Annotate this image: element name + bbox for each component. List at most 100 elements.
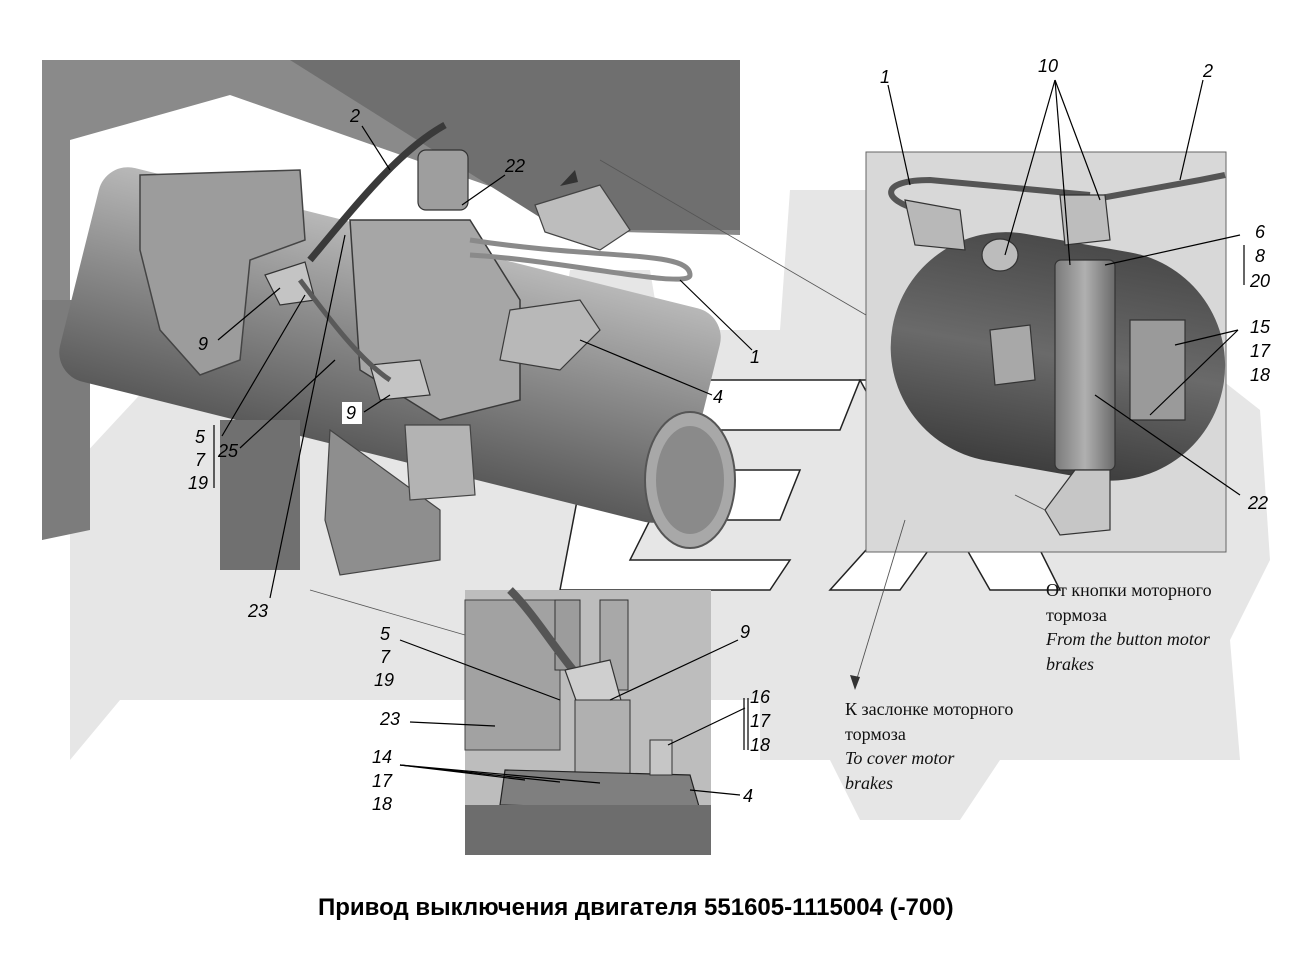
- leader-right-1: [887, 84, 911, 186]
- fitting-9-center: [369, 359, 431, 401]
- note-from-ru-2: тормоза: [1046, 605, 1107, 625]
- note-to-ru-2: тормоза: [845, 724, 906, 744]
- leader-bottom-9: [609, 639, 739, 701]
- label-right-8: 8: [1255, 246, 1265, 266]
- arrow-to-cover-head: [850, 675, 860, 690]
- frame-top-band: [290, 60, 740, 230]
- label-main-19: 19: [188, 473, 208, 493]
- label-right-17: 17: [1250, 341, 1271, 361]
- bracket-left: [139, 169, 306, 376]
- leader-bottom-14c: [399, 764, 601, 784]
- label-bottom-18b: 18: [372, 794, 392, 814]
- leader-right-10b: [1054, 79, 1071, 266]
- arrow-to-cover: [854, 519, 906, 686]
- label-main-9a: 9: [198, 334, 208, 354]
- valve-arm: [499, 299, 601, 371]
- projection-line-1: [599, 159, 867, 316]
- bottom-inset-flange: [499, 769, 701, 811]
- hose-lower: [298, 278, 392, 383]
- right-inset-tube-2: [1089, 172, 1226, 203]
- label-main-9b: 9: [346, 403, 356, 423]
- label-right-1: 1: [880, 67, 890, 87]
- right-inset-elbow: [1059, 194, 1111, 246]
- note-from-en-1: From the button motor: [1045, 629, 1211, 649]
- right-inset-fitting-left: [904, 199, 966, 251]
- label-bottom-9: 9: [740, 622, 750, 642]
- leader-right-10a: [1004, 79, 1056, 256]
- right-inset-bracket: [1129, 319, 1186, 421]
- bottom-inset: [464, 587, 711, 855]
- label-right-22: 22: [1247, 493, 1268, 513]
- label-right-6: 6: [1255, 222, 1266, 242]
- note-to-en-2: brakes: [845, 773, 893, 793]
- bottom-inset-base: [465, 805, 711, 855]
- projection-line-2: [309, 589, 466, 636]
- labels-bottom: 5 7 19 9 23 16 17 18 14 17 18 4: [372, 622, 771, 814]
- label-bottom-4: 4: [743, 786, 753, 806]
- label-bottom-23: 23: [379, 709, 400, 729]
- labels-main: 2 22 9 1 4 9 5 7 19 25 23: [188, 106, 760, 621]
- label-main-2: 2: [349, 106, 360, 126]
- right-inset-nut: [981, 238, 1019, 272]
- bottom-inset-valve: [574, 699, 631, 786]
- label-bottom-19: 19: [374, 670, 394, 690]
- leader-main-25: [239, 359, 336, 449]
- tube-1: [469, 237, 693, 282]
- labels-right: 1 10 2 6 8 20 15 17 18 22: [880, 56, 1271, 513]
- label-bottom-17b: 17: [372, 771, 393, 791]
- tee-fitting: [534, 184, 631, 251]
- label-main-25: 25: [217, 441, 239, 461]
- label-bottom-7: 7: [380, 647, 391, 667]
- leader-main-9a: [217, 287, 281, 341]
- label-bottom-16: 16: [750, 687, 771, 707]
- right-inset-clamp: [989, 324, 1036, 386]
- label-main-4: 4: [713, 387, 723, 407]
- annotations: От кнопки моторного тормоза From the but…: [845, 580, 1212, 793]
- label-main-7: 7: [195, 450, 206, 470]
- label-right-20: 20: [1249, 271, 1270, 291]
- bottom-inset-block: [464, 599, 561, 751]
- leader-main-1: [679, 279, 753, 351]
- arrow-main-head: [560, 170, 578, 186]
- right-inset-valve: [1054, 259, 1116, 471]
- bracket-lower: [220, 420, 300, 570]
- label-main-22: 22: [504, 156, 525, 176]
- right-inset: [865, 151, 1227, 553]
- label-bottom-17: 17: [750, 711, 771, 731]
- label-main-9b-bg: [342, 402, 362, 424]
- label-right-15: 15: [1250, 317, 1271, 337]
- hose-2: [307, 121, 447, 263]
- label-bottom-5: 5: [380, 624, 391, 644]
- cylinder-top: [417, 149, 469, 211]
- label-main-1: 1: [750, 347, 760, 367]
- label-bottom-14: 14: [372, 747, 392, 767]
- leader-bottom-5: [399, 639, 561, 701]
- leader-right-10c: [1054, 79, 1101, 201]
- label-right-10: 10: [1038, 56, 1058, 76]
- clamp-plate: [404, 424, 476, 501]
- leader-main-2: [361, 125, 391, 171]
- main-view: [42, 60, 740, 576]
- leader-main-23: [269, 234, 346, 599]
- label-bottom-18: 18: [750, 735, 770, 755]
- leader-right-15a: [1174, 329, 1239, 346]
- leader-main-4: [579, 339, 713, 396]
- exhaust-pipe-end-inner: [656, 426, 724, 534]
- leader-main-22: [461, 174, 506, 206]
- label-main-5: 5: [195, 427, 206, 447]
- leader-right-22: [1094, 394, 1241, 496]
- leader-bottom-16: [667, 707, 746, 746]
- leader-right-6: [1104, 234, 1241, 266]
- arrow-from-button: [1014, 494, 1046, 511]
- note-to-ru-1: К заслонке моторного: [845, 699, 1013, 719]
- leader-right-15b: [1149, 329, 1239, 416]
- label-main-23: 23: [247, 601, 268, 621]
- note-to-en-1: To cover motor: [845, 748, 955, 768]
- note-from-en-2: brakes: [1046, 654, 1094, 674]
- leader-main-9b: [363, 394, 391, 413]
- leader-right-2: [1179, 79, 1204, 181]
- bottom-inset-bolt: [649, 739, 673, 776]
- leader-bottom-4: [689, 789, 741, 796]
- page-title: Привод выключения двигателя 551605-11150…: [318, 894, 954, 921]
